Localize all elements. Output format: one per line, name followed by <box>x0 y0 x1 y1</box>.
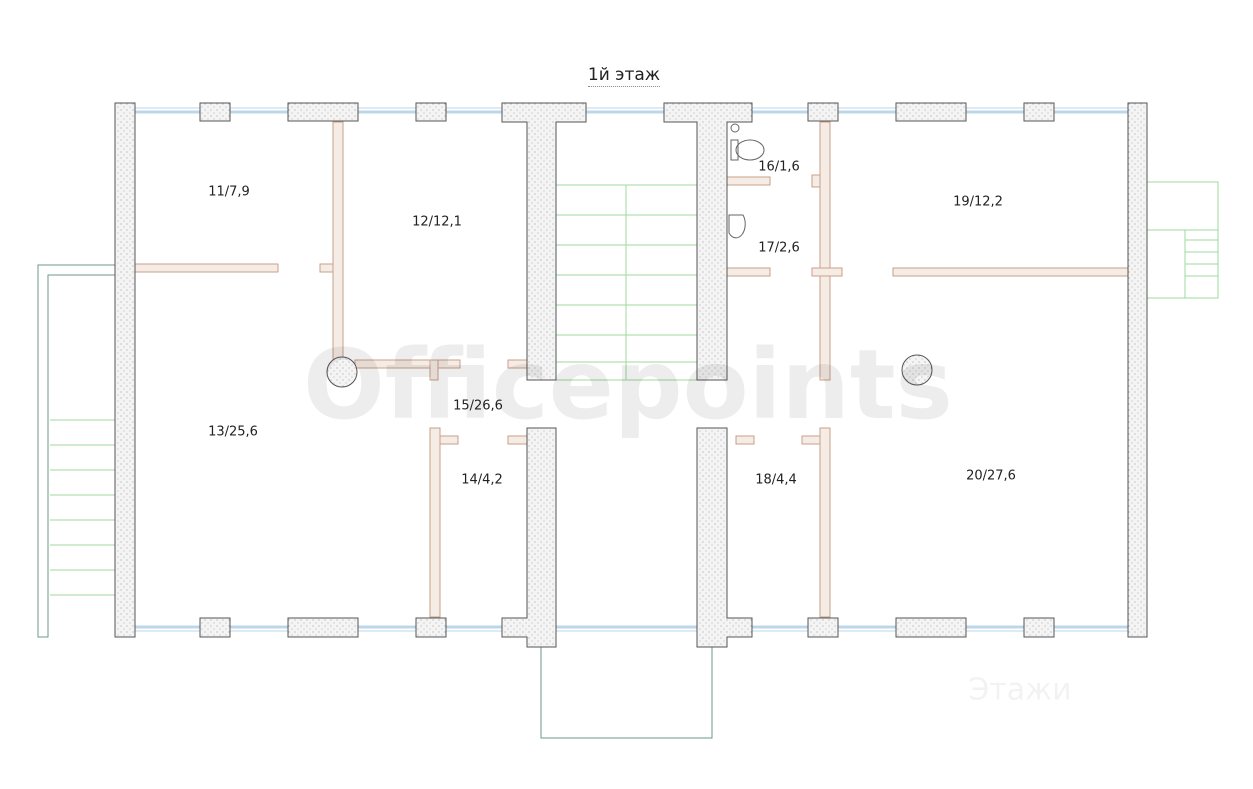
room-label: 12/12,1 <box>412 214 462 230</box>
sink-icon <box>728 214 746 239</box>
room-label: 15/26,6 <box>453 398 503 414</box>
room-label: 14/4,2 <box>461 472 503 488</box>
room-label: 11/7,9 <box>208 184 250 200</box>
partitions <box>134 121 1129 618</box>
watermark: Officepoints <box>303 329 953 441</box>
floor-title: 1й этаж <box>587 65 661 87</box>
room-label: 18/4,4 <box>755 472 797 488</box>
exterior-outline <box>37 264 713 739</box>
room-label: 13/25,6 <box>208 424 258 440</box>
room-label: 17/2,6 <box>758 240 800 256</box>
watermark-corner: Этажи <box>968 672 1072 708</box>
walls <box>114 102 1148 648</box>
room-label: 16/1,6 <box>758 159 800 175</box>
toilet-icon <box>730 123 765 161</box>
room-label: 20/27,6 <box>966 468 1016 484</box>
room-label: 19/12,2 <box>953 194 1003 210</box>
